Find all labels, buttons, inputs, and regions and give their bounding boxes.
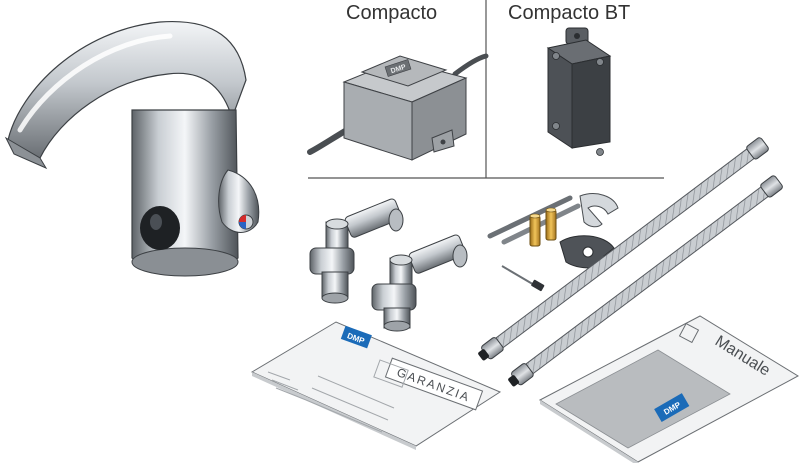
manual-booklet: Manuale DMP (539, 315, 800, 463)
flex-hose-upper (478, 137, 769, 361)
faucet (4, 20, 260, 277)
compacto-label: Compacto (346, 2, 438, 24)
angle-valve-left (309, 198, 404, 304)
mounting-hardware (487, 193, 619, 292)
warranty-card: DMP GARANZIA (250, 321, 502, 450)
compacto-control-box: DMP (307, 53, 489, 161)
compacto-bt-label: Compacto BT (508, 2, 631, 24)
compacto-logo-text: DMP (390, 64, 407, 76)
angle-valve-right (371, 234, 468, 332)
flex-hose-lower (508, 175, 783, 387)
compacto-bt-control-box (546, 27, 612, 156)
